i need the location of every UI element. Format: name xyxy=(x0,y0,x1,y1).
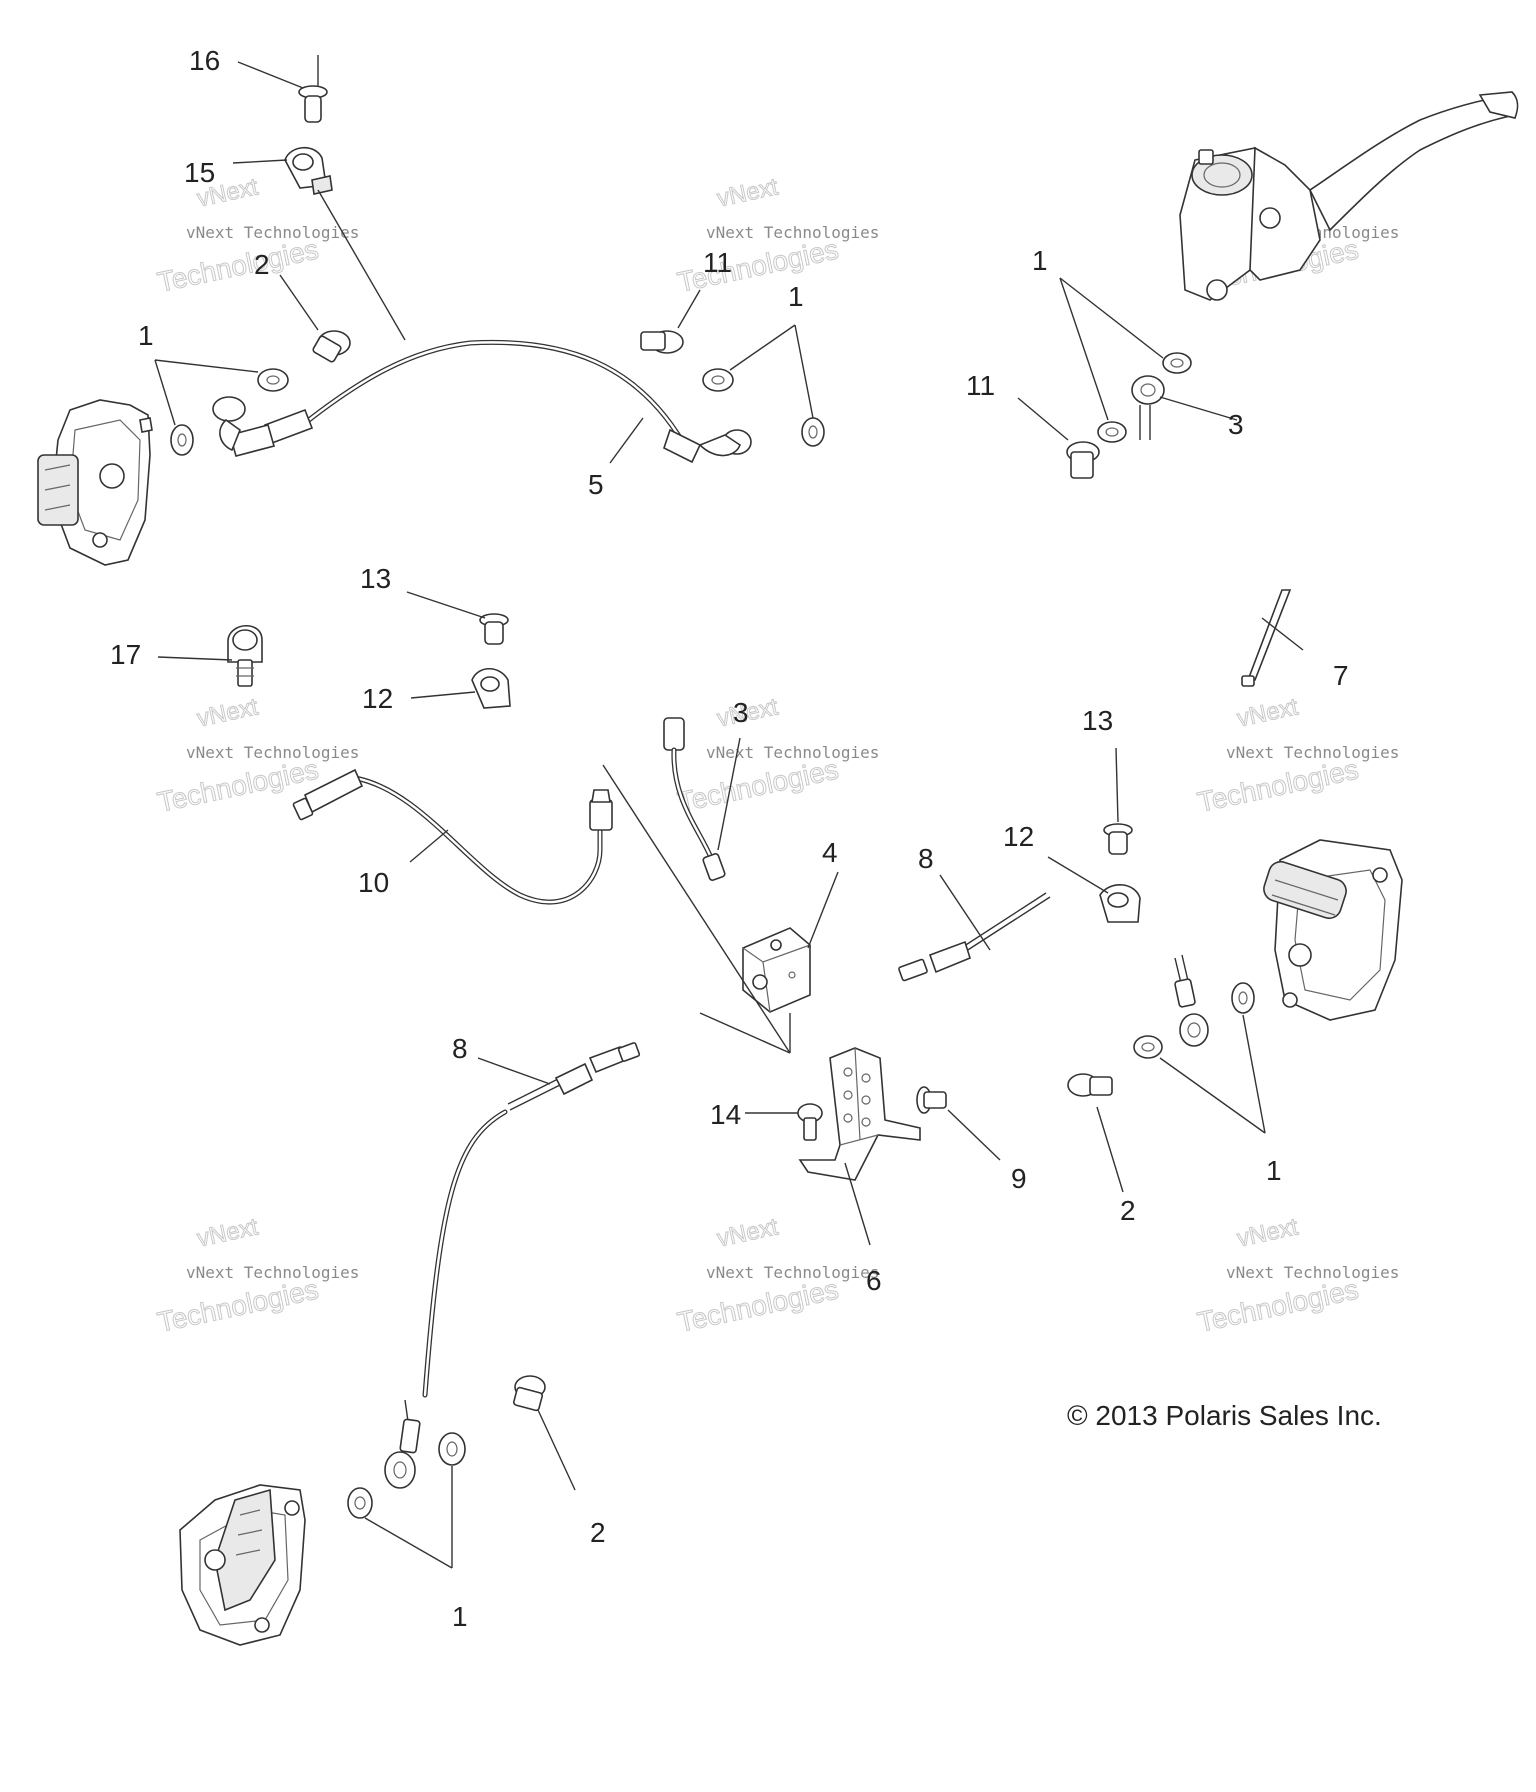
watermark-top: vNext xyxy=(1235,693,1301,732)
callout-2: 2 xyxy=(1120,1195,1136,1226)
brake-line-8-right xyxy=(898,892,1051,982)
callout-1: 1 xyxy=(1266,1155,1282,1186)
watermark-top: vNext xyxy=(715,173,781,212)
junction-block-4 xyxy=(742,927,811,1013)
clip-12-left xyxy=(471,667,511,709)
callout-16: 16 xyxy=(189,45,220,76)
watermark-top: vNext xyxy=(1235,1213,1301,1252)
callout-2: 2 xyxy=(254,249,270,280)
watermark-mid: vNext Technologies xyxy=(1226,743,1399,762)
rear-caliper xyxy=(179,1484,306,1646)
watermark-bottom: Technologies xyxy=(675,234,841,298)
washers-right xyxy=(1133,982,1255,1059)
callout-8: 8 xyxy=(452,1033,468,1064)
callout-13: 13 xyxy=(1082,705,1113,736)
callout-labels: 16 15 2 1 11 1 5 1 11 3 13 17 12 3 10 4 … xyxy=(110,45,1349,1632)
callout-12: 12 xyxy=(362,683,393,714)
bolt-2-lower xyxy=(512,1375,546,1412)
watermark-mid: vNext Technologies xyxy=(1226,1263,1399,1282)
callout-5: 5 xyxy=(588,469,604,500)
watermark-bottom: Technologies xyxy=(1195,754,1361,818)
bolt-2-top xyxy=(312,330,351,363)
callout-10: 10 xyxy=(358,867,389,898)
master-cylinder-hardware xyxy=(1066,352,1192,479)
watermark-mid: vNext Technologies xyxy=(706,743,879,762)
callout-3: 3 xyxy=(733,697,749,728)
watermark-mid: vNext Technologies xyxy=(706,223,879,242)
callout-2: 2 xyxy=(590,1517,606,1548)
banjo-fitting-lower xyxy=(384,1399,421,1489)
callout-9: 9 xyxy=(1011,1163,1027,1194)
bolt-14 xyxy=(797,1103,823,1141)
watermark-mid: vNext Technologies xyxy=(706,1263,879,1282)
watermark-bottom: Technologies xyxy=(675,754,841,818)
master-cylinder-lever xyxy=(1179,91,1519,301)
callout-15: 15 xyxy=(184,157,215,188)
washers-lower xyxy=(347,1432,466,1519)
tie-strap-7 xyxy=(1241,589,1292,687)
callout-8: 8 xyxy=(918,843,934,874)
copyright-notice: © 2013 Polaris Sales Inc. xyxy=(1067,1400,1382,1431)
callout-12: 12 xyxy=(1003,821,1034,852)
brake-hose-3 xyxy=(663,717,726,881)
clip-15 xyxy=(284,146,333,195)
front-left-caliper xyxy=(37,399,153,566)
callout-17: 17 xyxy=(110,639,141,670)
watermark-bottom: Technologies xyxy=(1195,1274,1361,1338)
watermark-bottom: Technologies xyxy=(675,1274,841,1338)
brake-line-8-left xyxy=(422,1042,641,1398)
brake-hose-10 xyxy=(292,768,613,905)
callout-1: 1 xyxy=(788,281,804,312)
watermark-bottom: Technologies xyxy=(155,234,321,298)
callout-4: 4 xyxy=(822,837,838,868)
watermark-mid: vNext Technologies xyxy=(186,743,359,762)
brake-hose-5 xyxy=(212,339,752,464)
watermark-bottom: Technologies xyxy=(155,1274,321,1338)
watermark-top: vNext xyxy=(715,1213,781,1252)
bolt-13-left xyxy=(479,613,509,645)
callout-11: 11 xyxy=(703,247,732,278)
callout-1: 1 xyxy=(138,320,154,351)
bolt-13-right xyxy=(1103,823,1133,855)
banjo-fitting-right xyxy=(1174,954,1209,1047)
bolt-11-top xyxy=(640,330,684,354)
callout-1: 1 xyxy=(1032,245,1048,276)
bolt-2-right xyxy=(1067,1073,1113,1097)
callout-7: 7 xyxy=(1333,660,1349,691)
bolt-9 xyxy=(916,1086,947,1114)
watermark-top: vNext xyxy=(195,693,261,732)
callout-1: 1 xyxy=(452,1601,468,1632)
clip-12-right xyxy=(1099,884,1141,923)
callout-6: 6 xyxy=(866,1265,882,1296)
bolt-16 xyxy=(298,55,328,123)
clip-17 xyxy=(227,625,263,687)
watermark-mid: vNext Technologies xyxy=(186,1263,359,1282)
watermark-mid: vNext Technologies xyxy=(186,223,359,242)
leader-lines xyxy=(154,61,1304,1569)
watermark-top: vNext xyxy=(195,1213,261,1252)
callout-3: 3 xyxy=(1228,409,1244,440)
callout-13: 13 xyxy=(360,563,391,594)
callout-11: 11 xyxy=(966,370,995,401)
washers-top xyxy=(170,368,825,456)
front-right-caliper xyxy=(1263,839,1403,1021)
bracket-6 xyxy=(798,1047,921,1181)
callout-14: 14 xyxy=(710,1099,741,1130)
